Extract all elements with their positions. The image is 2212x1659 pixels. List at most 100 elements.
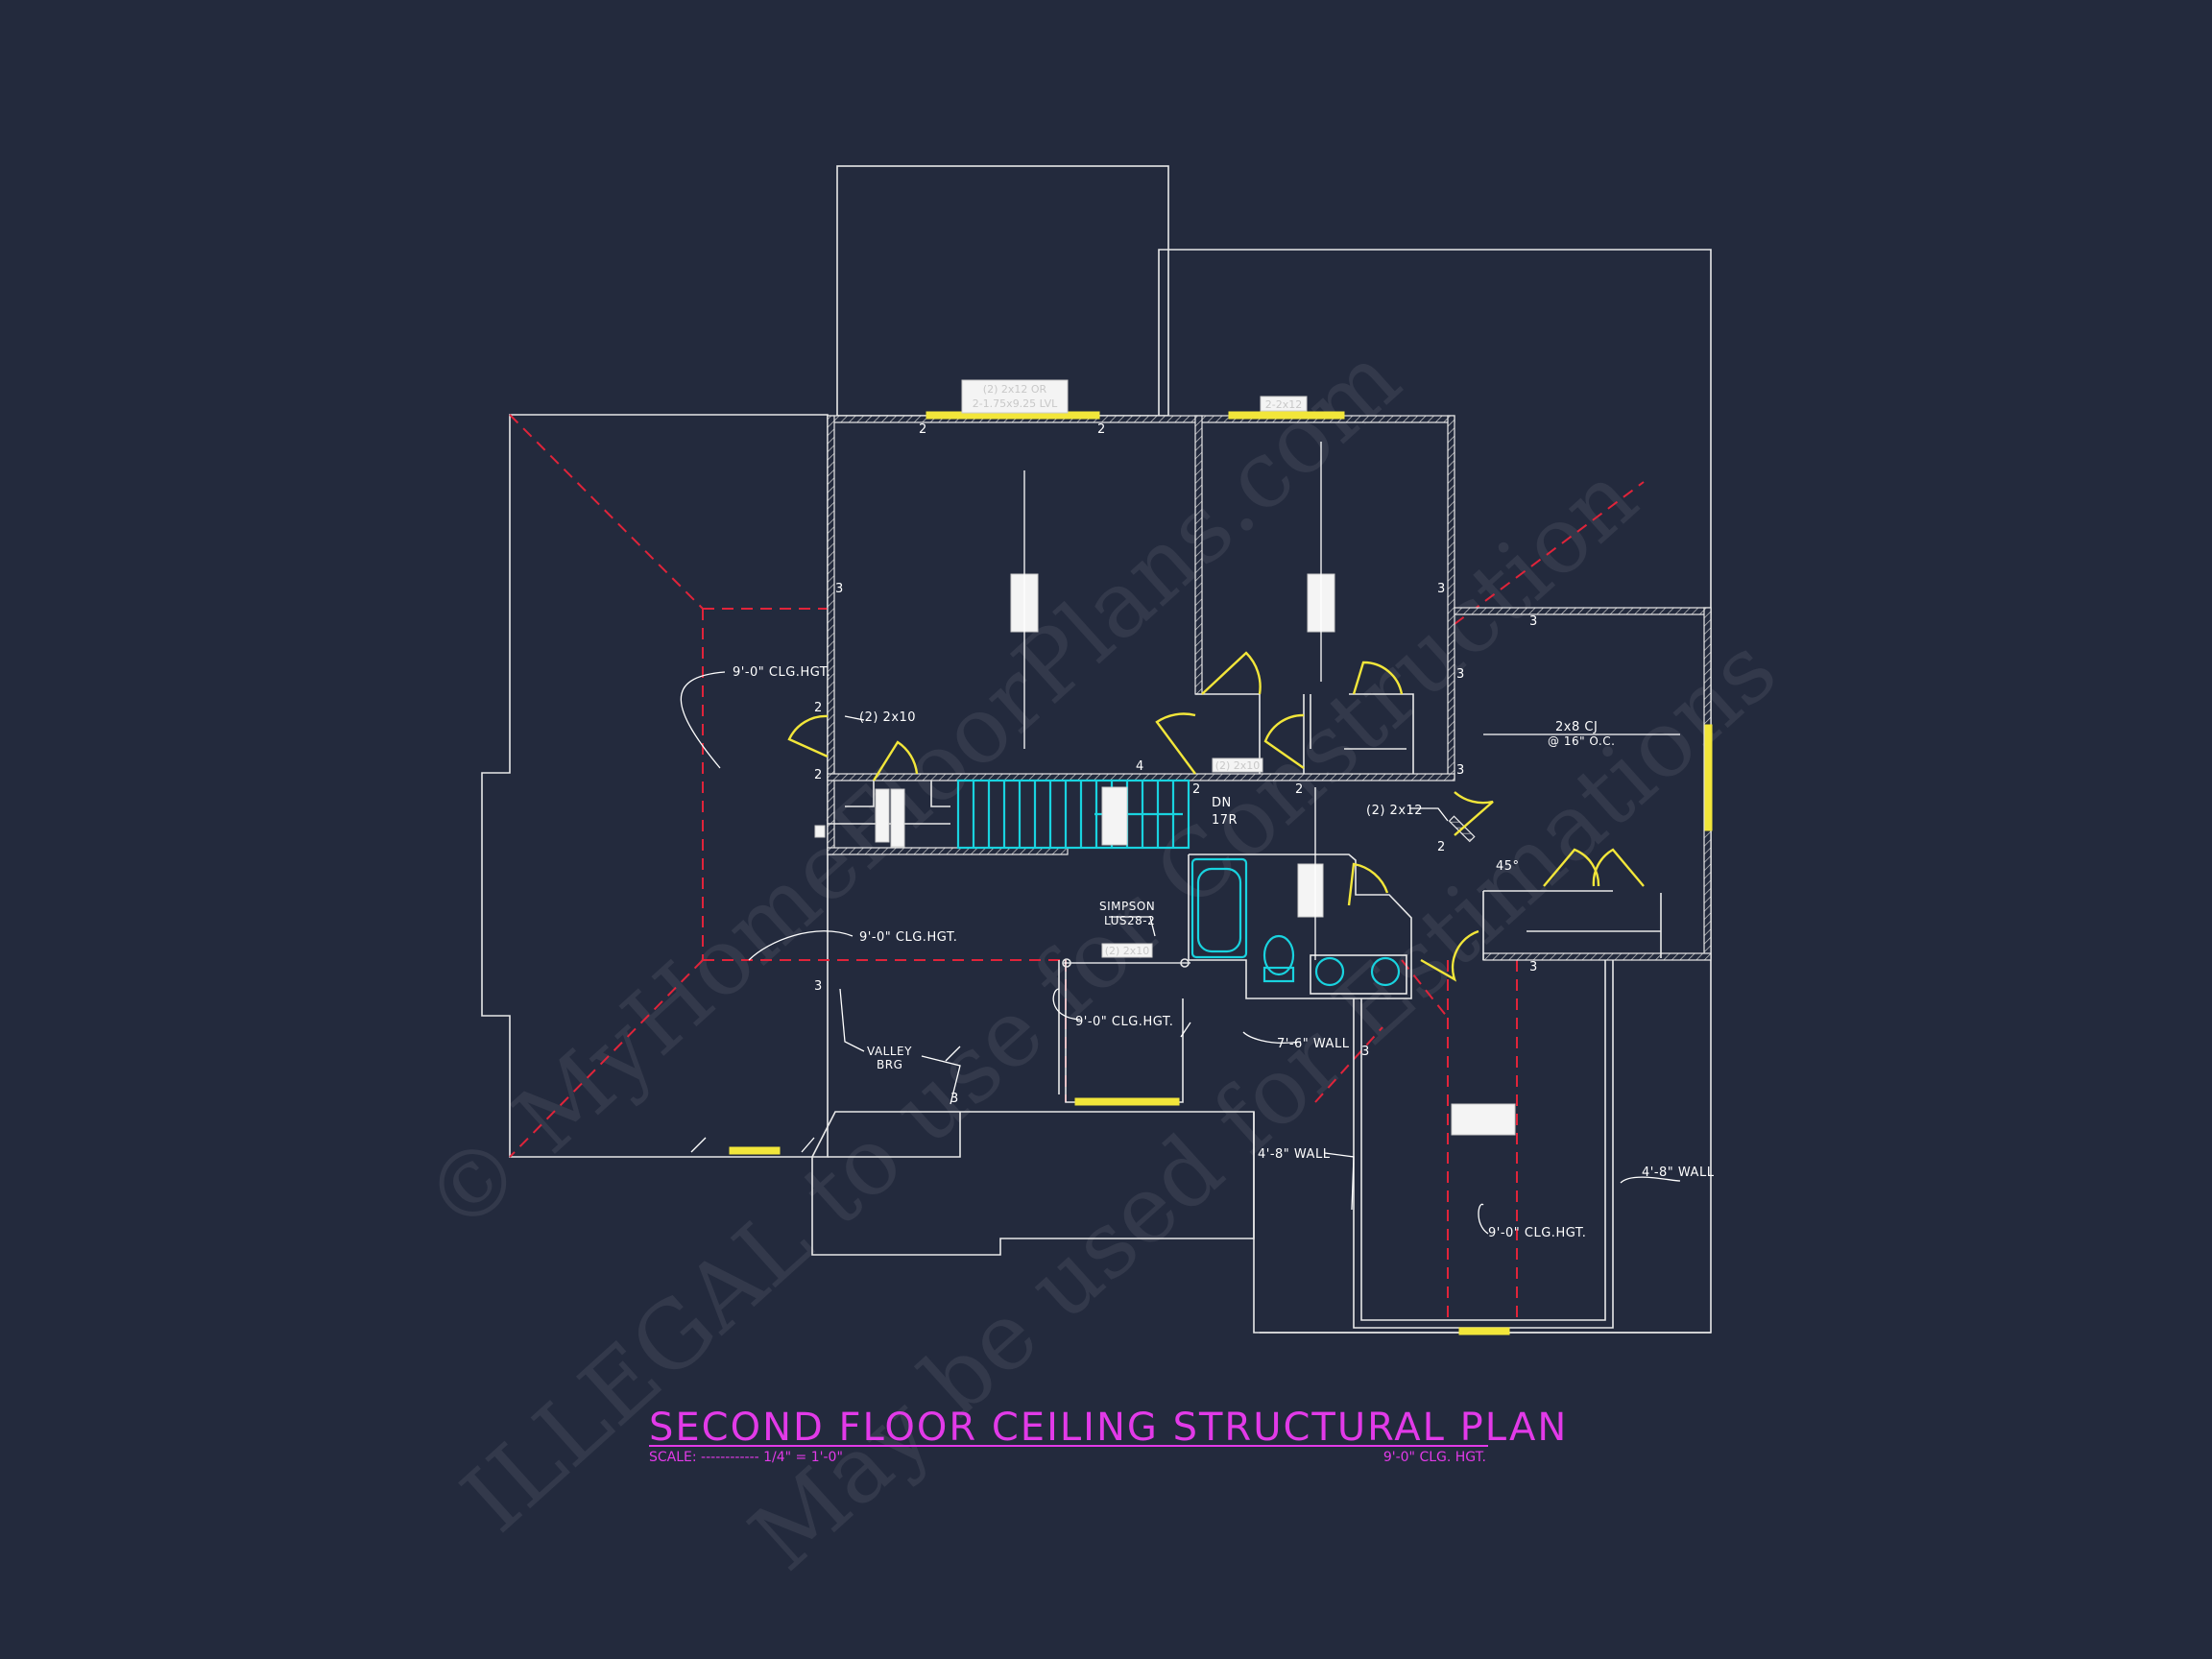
window — [1074, 1097, 1180, 1106]
valley-label: VALLEY — [867, 1045, 912, 1058]
leader-line — [801, 1137, 815, 1153]
hanger — [1062, 958, 1071, 968]
staircase — [956, 779, 1190, 850]
span-arrows — [1023, 442, 1680, 968]
door-swing — [787, 714, 829, 758]
marker: 3 — [1529, 960, 1538, 974]
title-block: SECOND FLOOR CEILING STRUCTURAL PLAN SCA… — [649, 1406, 1566, 1465]
hip-line — [1401, 959, 1449, 1019]
marker: 2 — [814, 701, 823, 715]
wall — [827, 415, 1455, 423]
joist-tag — [1297, 863, 1324, 918]
marker: 3 — [1361, 1045, 1370, 1059]
valley-label: BRG — [877, 1058, 902, 1071]
bath-fixtures — [1190, 857, 1407, 995]
joist-label: 2x8 CJ — [1555, 720, 1598, 734]
door-swing — [1263, 713, 1305, 769]
wall — [827, 415, 835, 855]
window — [1458, 1327, 1510, 1335]
sink-left — [1314, 956, 1345, 987]
stair-label: 17R — [1212, 813, 1238, 828]
marker: 3 — [835, 582, 844, 596]
stair-label: DN — [1212, 796, 1232, 810]
leader-line — [945, 1046, 961, 1062]
annotations: 9'-0" CLG.HGT. (2) 2x10 9'-0" CLG.HGT. S… — [733, 665, 1715, 1240]
front-wing-outline — [1253, 1112, 1711, 1334]
ceiling-height-label: 9'-0" CLG.HGT. — [859, 930, 957, 945]
beam-tags: (2) 2x12 OR 2-1.75x9.25 LVL 2-2x12 (2) 2… — [814, 379, 1516, 1136]
bath-outline — [1188, 854, 1412, 999]
door-swing — [1543, 848, 1600, 887]
hanger-label: LUS28-2 — [1104, 914, 1155, 927]
wall — [1447, 415, 1455, 780]
vanity — [1310, 954, 1407, 995]
bathtub-inner — [1196, 867, 1242, 953]
beam-tag-text: 2-2x12 — [1265, 398, 1302, 411]
marker: 2 — [919, 422, 927, 437]
marker: 3 — [814, 979, 823, 994]
leader-line — [1052, 988, 1081, 1021]
beam-tag-text: (2) 2x12 OR — [983, 383, 1047, 396]
wall — [1454, 607, 1712, 615]
hanger — [1180, 958, 1190, 968]
top-left-bump-outline — [836, 165, 1169, 417]
closet-outline — [1349, 693, 1414, 774]
joist-label: @ 16" O.C. — [1548, 734, 1615, 748]
door-swing — [872, 740, 919, 781]
marker: 3 — [1456, 667, 1465, 682]
wall-height-label: 4'-8" WALL — [1642, 1166, 1715, 1180]
marker: 3 — [950, 1092, 959, 1106]
marker: 3 — [1437, 582, 1446, 596]
door-swing — [1347, 862, 1389, 906]
leader-line — [844, 715, 865, 721]
leader-line — [1409, 807, 1449, 822]
window — [1704, 724, 1713, 831]
hip-line — [509, 414, 704, 610]
stair-outline — [956, 779, 1190, 850]
beam-tag — [1260, 396, 1308, 412]
marker: 2 — [814, 768, 823, 782]
beam-size-label: (2) 2x10 — [859, 710, 916, 725]
beam-size-label: (2) 2x12 — [1366, 804, 1423, 818]
window — [1228, 411, 1345, 420]
bearing-markers: 2 2 3 3 3 2 2 4 2 2 3 3 2 3 3 3 3 — [814, 422, 1538, 1106]
marker: 4 — [1136, 759, 1144, 774]
door-swing — [1352, 661, 1404, 695]
leader-line — [1109, 916, 1156, 937]
ceiling-height-label: 9'-0" CLG.HGT. — [733, 665, 830, 680]
hip-line — [1314, 1026, 1383, 1103]
door-swing — [1201, 651, 1262, 695]
plan-ceiling-height: 9'-0" CLG. HGT. — [1383, 1450, 1486, 1465]
angle-label: 45° — [1496, 859, 1520, 874]
door-swing — [1592, 848, 1645, 887]
toilet-bowl — [1262, 934, 1295, 976]
beam-tag — [1101, 943, 1153, 958]
leader-line — [748, 930, 854, 961]
beam-tag — [961, 379, 1069, 414]
wall-height-label: 7'-6" WALL — [1277, 1037, 1350, 1051]
leader-line — [680, 671, 726, 769]
door-swing — [1155, 712, 1196, 775]
hip-line — [1454, 481, 1645, 625]
leader-line — [1324, 1152, 1355, 1211]
wall-height-label: 4'-8" WALL — [1258, 1147, 1331, 1162]
sink-right — [1370, 956, 1401, 987]
wall — [1482, 952, 1712, 961]
post — [814, 825, 826, 838]
landing-closet-outline — [930, 781, 950, 807]
joist-tag — [890, 788, 905, 848]
leader-line — [1478, 1203, 1489, 1235]
joist-tag — [1101, 786, 1128, 846]
door-swing — [1420, 929, 1479, 982]
leader-line — [1242, 1031, 1302, 1044]
doors — [787, 651, 1645, 982]
marker: 3 — [1456, 763, 1465, 778]
joist-tag — [875, 788, 890, 843]
plan-scale: SCALE: ------------ 1/4" = 1'-0" — [649, 1450, 843, 1465]
beam-tag-text: (2) 2x10 — [1105, 945, 1150, 957]
ceiling-height-label: 9'-0" CLG.HGT. — [1488, 1226, 1586, 1240]
beam-tag — [1212, 757, 1263, 773]
front-left-outline — [828, 1112, 961, 1158]
marker: 3 — [1529, 614, 1538, 629]
